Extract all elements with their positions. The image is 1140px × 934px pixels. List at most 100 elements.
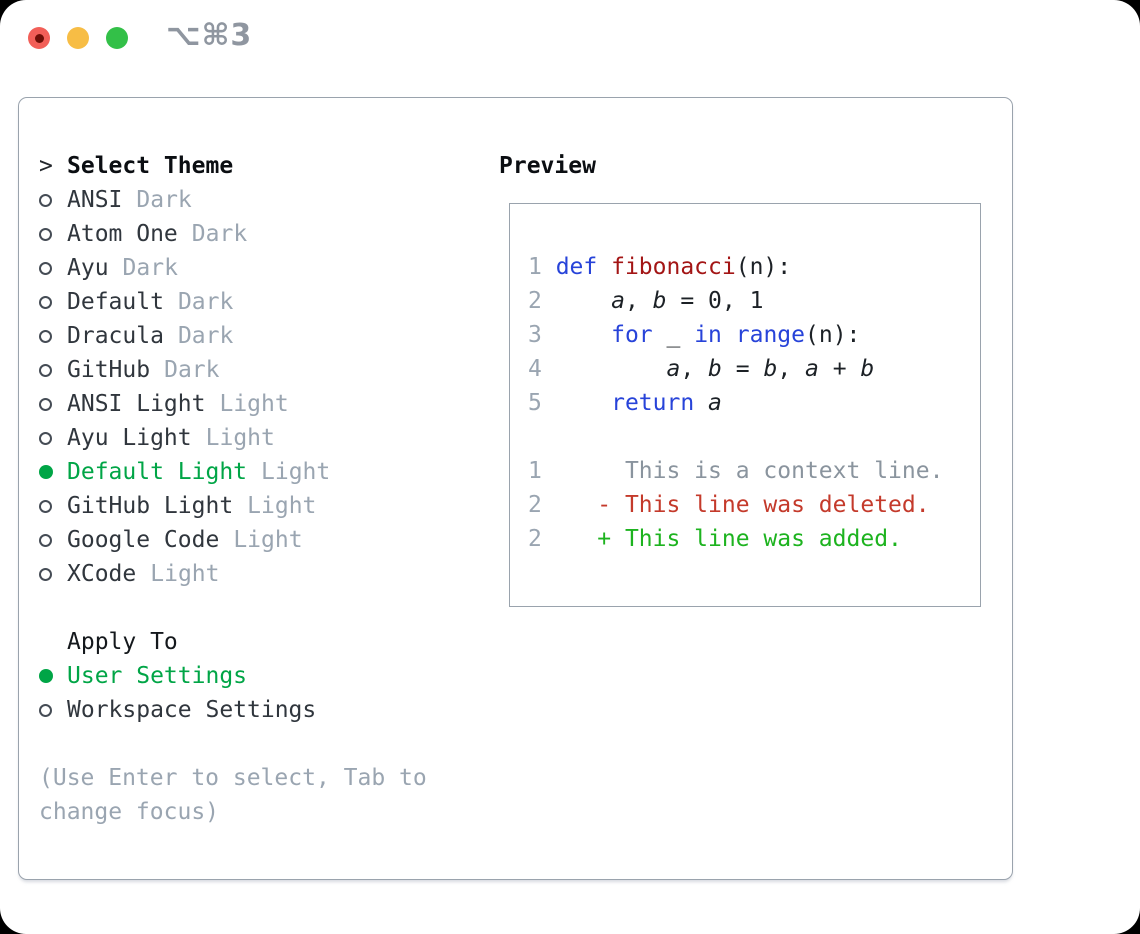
apply-panel-title: Apply To [67, 629, 178, 655]
window-shortcut-label: ⌥⌘3 [166, 18, 253, 53]
theme-option[interactable]: GitHub Light Light [39, 489, 489, 523]
circle-outline-icon [39, 703, 52, 717]
code-line: 1 This is a context line. [510, 454, 980, 488]
code-segment-pl [542, 492, 597, 518]
code-line: 4 a, b = b, a + b [510, 352, 980, 386]
option-variant-label: Light [205, 425, 275, 451]
spacer [39, 591, 489, 625]
code-line [510, 556, 980, 590]
code-segment-ln: 1 [528, 254, 556, 280]
code-segment-ln: 5 [528, 390, 556, 416]
option-label: Default [67, 289, 164, 315]
code-segment-ln: 4 [528, 356, 556, 382]
code-line: 2 a, b = 0, 1 [510, 284, 980, 318]
code-segment-var: a [611, 288, 625, 314]
option-label: Ayu [67, 255, 109, 281]
theme-option[interactable]: ANSI Light Light [39, 387, 489, 421]
theme-panel-title: Select Theme [67, 153, 234, 179]
help-text-line1: (Use Enter to select, Tab to [39, 765, 427, 791]
apply-panel-header: Apply To [39, 625, 489, 659]
theme-panel-header: > Select Theme [39, 149, 489, 183]
circle-outline-icon [39, 363, 52, 377]
option-label: Google Code [67, 527, 220, 553]
code-segment-del: - This line was deleted. [597, 492, 930, 518]
radio-selected-icon [39, 669, 67, 683]
code-line [510, 216, 980, 250]
radio-icon [39, 193, 67, 207]
option-label: User Settings [67, 663, 248, 689]
minimize-button[interactable] [67, 27, 89, 49]
code-segment-add: + This line was added. [597, 526, 902, 552]
circle-outline-icon [39, 431, 52, 445]
radio-icon [39, 397, 67, 411]
theme-option[interactable]: Google Code Light [39, 523, 489, 557]
code-segment-pl [556, 356, 667, 382]
option-label: Ayu Light [67, 425, 192, 451]
option-label: GitHub Light [67, 493, 234, 519]
circle-outline-icon [39, 567, 52, 581]
code-line: 2 + This line was added. [510, 522, 980, 556]
radio-icon [39, 431, 67, 445]
code-segment-ln: 1 [528, 458, 542, 484]
code-segment-pl: (n): [735, 254, 792, 280]
code-line: 1 def fibonacci(n): [510, 250, 980, 284]
circle-outline-icon [39, 329, 52, 343]
code-segment-pl: , [624, 288, 653, 314]
code-segment-pl [542, 526, 597, 552]
maximize-button[interactable] [106, 27, 128, 49]
titlebar [28, 27, 145, 49]
theme-option[interactable]: Ayu Light Light [39, 421, 489, 455]
code-segment-var: a [666, 356, 681, 382]
code-segment-var: b [708, 356, 722, 382]
radio-icon [39, 227, 67, 241]
code-segment-pl: + [818, 356, 861, 382]
option-variant-label: Light [219, 391, 289, 417]
close-button[interactable] [28, 27, 50, 49]
code-segment-kw: range [735, 322, 805, 348]
option-label: ANSI [67, 187, 123, 213]
option-variant-label: Light [247, 493, 317, 519]
code-segment-pl [694, 390, 708, 416]
radio-icon [39, 499, 67, 513]
theme-option[interactable]: Default Dark [39, 285, 489, 319]
option-label: Default Light [67, 459, 248, 485]
code-line [510, 420, 980, 454]
code-segment-kw: for [611, 322, 653, 348]
filled-dot-icon [39, 669, 53, 683]
radio-icon [39, 533, 67, 547]
circle-outline-icon [39, 499, 52, 513]
option-label: ANSI Light [67, 391, 206, 417]
prompt-icon: > [39, 153, 53, 179]
option-variant-label: Dark [136, 187, 192, 213]
code-segment-var: b [763, 356, 778, 382]
option-variant-label: Light [233, 527, 303, 553]
option-variant-label: Light [150, 561, 220, 587]
code-segment-pl [722, 322, 736, 348]
radio-icon [39, 329, 67, 343]
preview-title: Preview [499, 153, 596, 179]
code-segment-pl: = [721, 356, 764, 382]
radio-selected-icon [39, 465, 67, 479]
code-segment-ctx: This is a context line. [541, 458, 944, 484]
code-line: 2 - This line was deleted. [510, 488, 980, 522]
circle-outline-icon [39, 193, 52, 207]
option-variant-label: Dark [177, 289, 234, 315]
option-label: Atom One [67, 221, 178, 247]
code-segment-pl: _ [652, 322, 695, 348]
spacer [39, 727, 489, 761]
apply-option[interactable]: User Settings [39, 659, 489, 693]
circle-outline-icon [39, 397, 52, 411]
radio-icon [39, 567, 67, 581]
apply-option[interactable]: Workspace Settings [39, 693, 489, 727]
theme-option[interactable]: ANSI Dark [39, 183, 489, 217]
code-line: 5 return a [510, 386, 980, 420]
option-variant-label: Dark [164, 357, 220, 383]
option-variant-label: Dark [177, 323, 234, 349]
